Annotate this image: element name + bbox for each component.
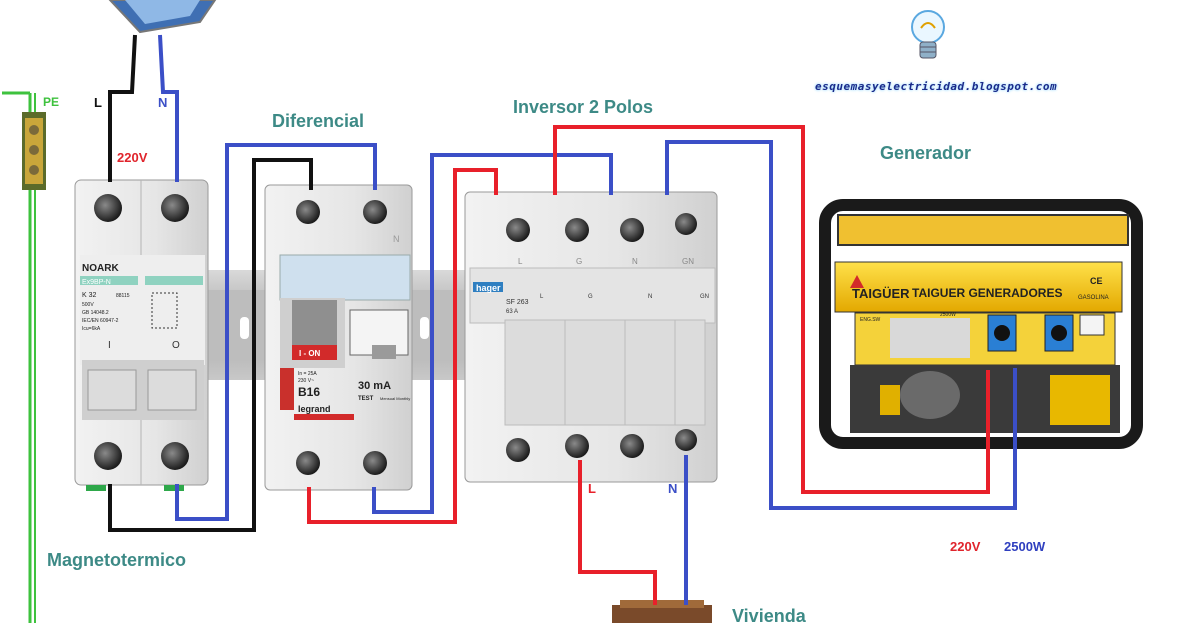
rcd-brand: legrand (298, 404, 331, 414)
light-bulb-icon (911, 10, 945, 59)
switch-face-mark-n: N (648, 294, 652, 300)
rcd-type: B16 (298, 385, 320, 399)
label-pe: PE (43, 95, 60, 109)
switch-top-mark-n: N (632, 257, 638, 266)
wire-l-breaker-rcd (108, 158, 313, 532)
wire-n-generator (665, 140, 1017, 510)
label-n-out: N (668, 481, 678, 496)
label-generador: Generador (880, 143, 972, 163)
label-220v-generator: 220V (950, 539, 981, 554)
vivienda-house (612, 600, 712, 623)
wire-n-breaker-rcd (175, 143, 377, 521)
breaker-std1: GB 14048.2 (82, 310, 109, 316)
breaker-rating: K 32 (82, 292, 97, 299)
switch-brand: hager (476, 283, 501, 293)
rcd-volt: 230 V~ (298, 378, 314, 384)
generator-fuel: GASOLINA (1078, 295, 1109, 301)
generator-name: TAIGUER GENERADORES (912, 286, 1062, 300)
switch-face-mark-gn: GN (700, 294, 709, 300)
breaker-model: Ex9BP-N (82, 279, 111, 286)
rcd-on-label: I - ON (299, 349, 321, 358)
switch-face-mark-g: G (588, 294, 593, 300)
wire-n-in (158, 34, 179, 182)
label-magnetotermico: Magnetotermico (47, 550, 187, 570)
rcd-n-mark: N (393, 234, 400, 244)
switch-top-mark-l: L (518, 257, 523, 266)
label-220v-in: 220V (117, 150, 148, 165)
generator: TAIGÜER TAIGUER GENERADORES CE GASOLINA … (819, 199, 1143, 449)
breaker-brand: NOARK (82, 263, 119, 274)
inversor-switch: hager SF 263 63 A L G N GN L G N GN (464, 191, 718, 483)
wire-l-out (578, 460, 657, 605)
switch-top-mark-gn: GN (682, 257, 694, 266)
label-l-out: L (588, 481, 596, 496)
label-diferencial: Diferencial (272, 111, 365, 131)
switch-rating: 63 A (506, 309, 518, 315)
earth-terminal (2, 91, 46, 623)
label-l-in: L (94, 95, 102, 110)
breaker-on-symbol-2: O (172, 340, 180, 351)
breaker-on-symbol-1: I (108, 340, 111, 351)
rcd-manual: Mensual Monthly (380, 396, 410, 401)
breaker-code: 88115 (116, 293, 130, 299)
switch-model: SF 263 (506, 299, 529, 306)
label-n-in: N (158, 95, 168, 110)
generator-brand: TAIGÜER (852, 286, 910, 301)
switch-top-mark-g: G (576, 257, 582, 266)
solar-panel-icon (108, 0, 217, 34)
label-inversor: Inversor 2 Polos (513, 97, 654, 117)
wire-l-generator (553, 125, 990, 494)
wire-l-in (108, 34, 137, 182)
generator-model: ENG.SW (860, 317, 881, 323)
rcd-test: TEST (358, 396, 374, 402)
diferencial-rcd: I - ON In = 25A 230 V~ B16 30 mA TEST Me… (264, 184, 413, 491)
rcd-sensitivity: 30 mA (358, 380, 391, 392)
generator-ce: CE (1090, 276, 1103, 286)
wiring (108, 34, 1017, 605)
wire-n-rcd-switch (372, 153, 613, 514)
breaker-voltage: 500V (82, 302, 94, 308)
rcd-rating: In = 25A (298, 371, 317, 377)
label-2500w-generator: 2500W (1004, 539, 1046, 554)
switch-face-mark-l: L (540, 294, 544, 300)
wire-l-rcd-switch (307, 168, 498, 524)
breaker-icu: Icu=6kA (82, 326, 101, 332)
generator-power-plate: 2500W (940, 312, 956, 318)
blog-watermark: esquemasyelectricidad.blogspot.com (815, 80, 1058, 93)
magnetotermico-breaker: NOARK Ex9BP-N K 32 88115 500V GB 14048.2… (74, 179, 209, 491)
breaker-std2: IEC/EN 60947-2 (82, 318, 119, 324)
label-vivienda: Vivienda (732, 606, 806, 626)
